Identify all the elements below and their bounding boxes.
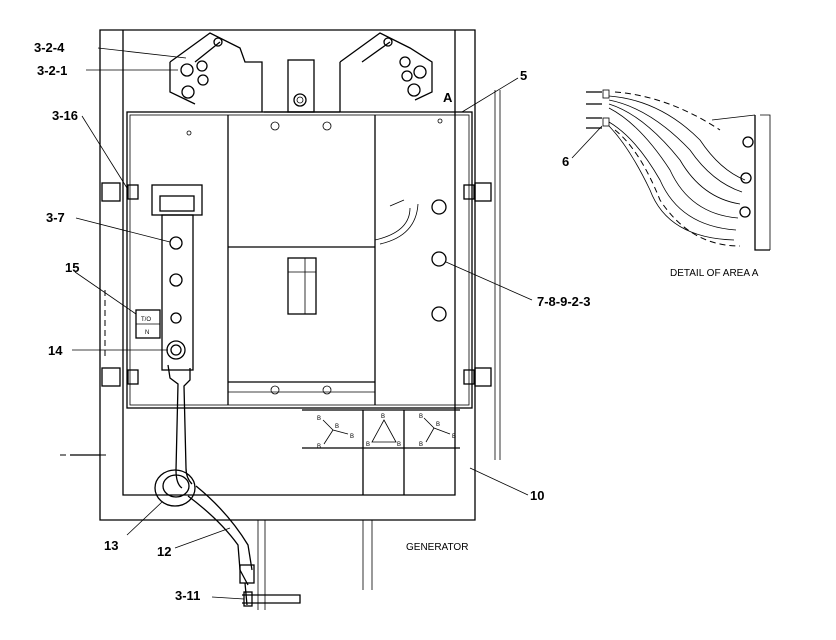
neutral-tag: T/O N xyxy=(135,309,161,339)
callout-15: 15 xyxy=(65,260,79,275)
top-bracket-right xyxy=(339,32,433,112)
callout-7-8-9-2-3: 7-8-9-2-3 xyxy=(537,294,590,309)
terminal-strip xyxy=(151,184,203,371)
callout-3-16: 3-16 xyxy=(52,108,78,123)
ground-cable xyxy=(154,364,301,607)
generator-housing xyxy=(60,29,501,610)
detail-area-a xyxy=(586,89,771,251)
callout-3-7: 3-7 xyxy=(46,210,65,225)
top-center-post xyxy=(264,59,340,113)
callout-10: 10 xyxy=(530,488,544,503)
mounting-bolts xyxy=(101,182,492,387)
connection-diagram-plate: B B B B B B B B B B B xyxy=(302,409,460,495)
tag-bottom-text: N xyxy=(145,330,149,336)
callout-5: 5 xyxy=(520,68,527,83)
tag-top-text: T/O xyxy=(141,317,151,323)
wye1-letter-2: B xyxy=(335,424,339,430)
delta-letter-2: B xyxy=(366,442,370,448)
delta-letter-3: B xyxy=(397,442,401,448)
wye2-letter-4: B xyxy=(419,442,423,448)
callout-3-2-4: 3-2-4 xyxy=(34,40,65,55)
wye2-letter-1: B xyxy=(419,414,423,420)
terminal-box-panel xyxy=(126,111,473,409)
callout-12: 12 xyxy=(157,544,171,559)
wye2-letter-3: B xyxy=(452,434,456,440)
top-bracket-left xyxy=(169,32,263,112)
callout-14: 14 xyxy=(48,343,63,358)
callout-3-2-1: 3-2-1 xyxy=(37,63,67,78)
callout-13: 13 xyxy=(104,538,118,553)
callout-6: 6 xyxy=(562,154,569,169)
callout-labels: 3-2-4 3-2-1 3-16 3-7 15 14 13 12 3-11 10… xyxy=(34,40,759,603)
wye1-letter-1: B xyxy=(317,416,321,422)
leader-lines xyxy=(72,47,603,600)
generator-label: GENERATOR xyxy=(406,542,468,553)
detail-caption: DETAIL OF AREA A xyxy=(670,268,759,279)
callout-3-11: 3-11 xyxy=(175,588,200,603)
wye1-letter-4: B xyxy=(317,444,321,450)
wye1-letter-3: B xyxy=(350,434,354,440)
delta-letter-1: B xyxy=(381,414,385,420)
wye2-letter-2: B xyxy=(436,422,440,428)
callout-area-a: A xyxy=(443,90,453,105)
